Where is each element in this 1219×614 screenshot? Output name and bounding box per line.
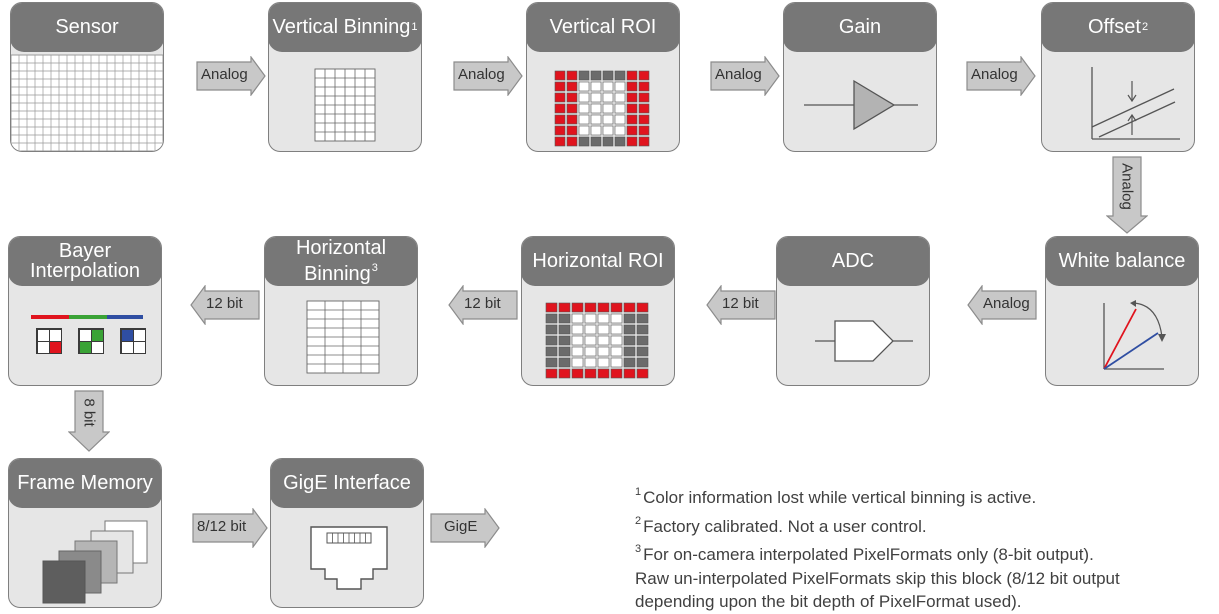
footnote-ref: 2 <box>1141 21 1149 33</box>
arrow-label: Analog <box>201 66 248 83</box>
arrow-vroi-to-gain: Analog <box>710 56 780 96</box>
horizontal-roi-title: Horizontal ROI <box>522 237 674 286</box>
arrow-gain-to-offset: Analog <box>966 56 1036 96</box>
white-balance-block: White balance <box>1045 236 1199 386</box>
vertical-binning-graphic <box>269 53 421 151</box>
adc-block: ADC <box>776 236 930 386</box>
footnote-ref: 3 <box>371 262 378 274</box>
gain-title: Gain <box>784 3 936 52</box>
adc-title: ADC <box>777 237 929 286</box>
frame-memory-block: Frame Memory <box>8 458 162 608</box>
arrow-adc-to-hroi: 12 bit <box>706 285 776 325</box>
frame-memory-title: Frame Memory <box>9 459 161 508</box>
horizontal-roi-graphic <box>522 287 674 385</box>
vertical-roi-title: Vertical ROI <box>527 3 679 52</box>
gain-block: Gain <box>783 2 937 152</box>
footnote-3-continued: Raw un-interpolated PixelFormats skip th… <box>635 568 1120 588</box>
arrow-label: Analog <box>458 66 505 83</box>
horizontal-roi-block: Horizontal ROI <box>521 236 675 386</box>
bayer-graphic <box>9 287 161 385</box>
sensor-title: Sensor <box>11 3 163 52</box>
arrow-label: Analog <box>715 66 762 83</box>
vertical-roi-block: Vertical ROI <box>526 2 680 152</box>
arrow-gige-out: GigE <box>430 508 500 548</box>
offset-graph-graphic <box>1042 53 1194 151</box>
white-balance-title: White balance <box>1046 237 1198 286</box>
footnote-3-continued-2: depending upon the bit depth of PixelFor… <box>635 592 1022 611</box>
horizontal-binning-graphic <box>265 287 417 385</box>
horizontal-binning-block: Horizontal Binning3 <box>264 236 418 386</box>
arrow-label: Analog <box>983 295 1030 312</box>
gige-interface-block: GigE Interface <box>270 458 424 608</box>
arrow-sensor-to-vbin: Analog <box>196 56 266 96</box>
arrow-frame-to-gige: 8/12 bit <box>192 508 268 548</box>
adc-graphic <box>777 287 929 385</box>
sensor-block: Sensor <box>10 2 164 152</box>
horizontal-binning-title: Horizontal Binning3 <box>265 237 417 286</box>
footnote-ref: 1 <box>411 21 418 33</box>
arrow-hroi-to-hbin: 12 bit <box>448 285 518 325</box>
frame-stack-graphic <box>9 509 161 607</box>
vertical-roi-graphic <box>527 53 679 151</box>
bayer-interpolation-block: Bayer Interpolation <box>8 236 162 386</box>
arrow-label: 12 bit <box>464 295 501 312</box>
arrow-wb-to-adc: Analog <box>967 285 1037 325</box>
arrow-label: Analog <box>971 66 1018 83</box>
ethernet-port-graphic <box>271 509 423 607</box>
arrow-label: 12 bit <box>722 295 759 312</box>
arrow-hbin-to-bayer: 12 bit <box>190 285 260 325</box>
arrow-offset-to-white-balance: Analog <box>1106 156 1148 234</box>
amplifier-graphic <box>784 53 936 151</box>
arrow-label: Analog <box>1118 163 1136 210</box>
arrow-label: 8 bit <box>80 398 98 427</box>
bayer-interpolation-title: Bayer Interpolation <box>9 237 161 286</box>
arrow-bayer-to-frame-memory: 8 bit <box>68 390 110 452</box>
arrow-vbin-to-vroi: Analog <box>453 56 523 96</box>
arrow-label: 12 bit <box>206 295 243 312</box>
sensor-grid-graphic <box>11 53 163 151</box>
gige-interface-title: GigE Interface <box>271 459 423 508</box>
arrow-label: GigE <box>444 518 478 535</box>
arrow-label: 8/12 bit <box>197 518 247 535</box>
white-balance-graphic <box>1046 287 1198 385</box>
